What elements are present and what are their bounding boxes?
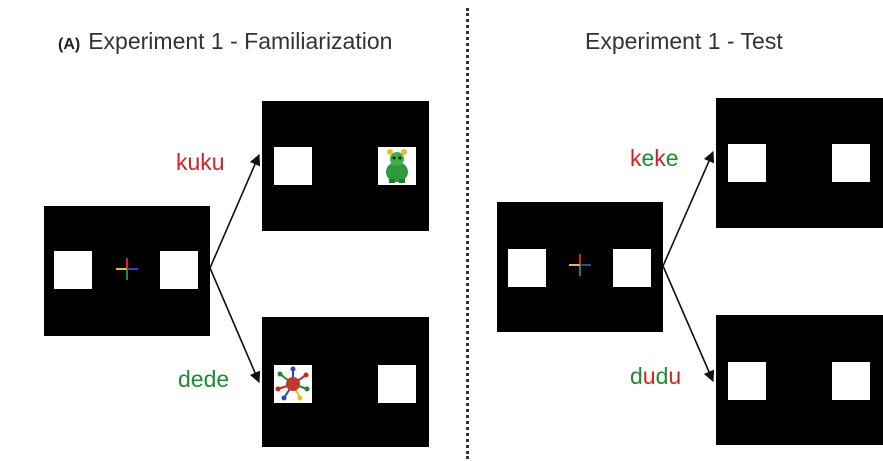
word-segment: e xyxy=(641,145,655,171)
word-segment: d xyxy=(630,363,643,389)
familiarization-bottom-screen xyxy=(262,317,429,447)
word-letters: dudu xyxy=(630,363,681,389)
test-title: Experiment 1 - Test xyxy=(585,28,783,54)
right-slot xyxy=(613,249,651,287)
right-slot-with-image xyxy=(378,147,416,185)
word-segment: k xyxy=(654,145,666,171)
word-segment: u xyxy=(668,363,682,389)
left-slot-with-image xyxy=(274,365,312,403)
word-segment: d xyxy=(655,363,669,389)
test-top-screen xyxy=(716,98,883,228)
word-segment: k xyxy=(630,145,642,171)
fixation-cross-icon xyxy=(116,258,138,280)
word-segment: u xyxy=(642,363,656,389)
word-segment: kuku xyxy=(176,149,225,175)
familiarization-start-screen xyxy=(44,206,210,336)
test-start-screen xyxy=(497,202,663,332)
familiarization-title-text: Experiment 1 - Familiarization xyxy=(88,28,393,54)
panel-label: (A) xyxy=(58,36,81,53)
word-segment: dede xyxy=(178,366,230,392)
familiarization-title: (A) Experiment 1 - Familiarization xyxy=(58,28,392,55)
right-slot xyxy=(378,365,416,403)
green-toy-figure-icon xyxy=(386,149,408,183)
test-bottom-screen xyxy=(716,315,883,445)
word-letters: dede xyxy=(178,366,229,392)
arrow-to-bottom-screen xyxy=(209,267,261,384)
familiarization-top-screen xyxy=(262,101,429,231)
arrow-to-test-bottom-screen xyxy=(662,265,715,383)
fixation-cross-icon xyxy=(569,254,591,276)
left-slot xyxy=(274,147,312,185)
left-slot xyxy=(54,251,92,289)
left-slot xyxy=(728,362,766,400)
right-slot xyxy=(832,362,870,400)
arrow-to-test-top-screen xyxy=(662,150,715,267)
word-keke: keke xyxy=(630,145,679,172)
arrow-to-top-screen xyxy=(209,153,261,269)
word-dede: dede xyxy=(178,366,229,393)
word-segment: e xyxy=(665,145,679,171)
word-kuku: kuku xyxy=(176,149,225,176)
word-dudu: dudu xyxy=(630,363,681,390)
colorful-spiky-toy-icon xyxy=(275,366,310,401)
right-slot xyxy=(832,144,870,182)
left-slot xyxy=(728,144,766,182)
left-slot xyxy=(508,249,546,287)
word-letters: kuku xyxy=(176,149,225,175)
word-letters: keke xyxy=(630,145,679,171)
panel-divider xyxy=(466,8,469,459)
right-slot xyxy=(160,251,198,289)
